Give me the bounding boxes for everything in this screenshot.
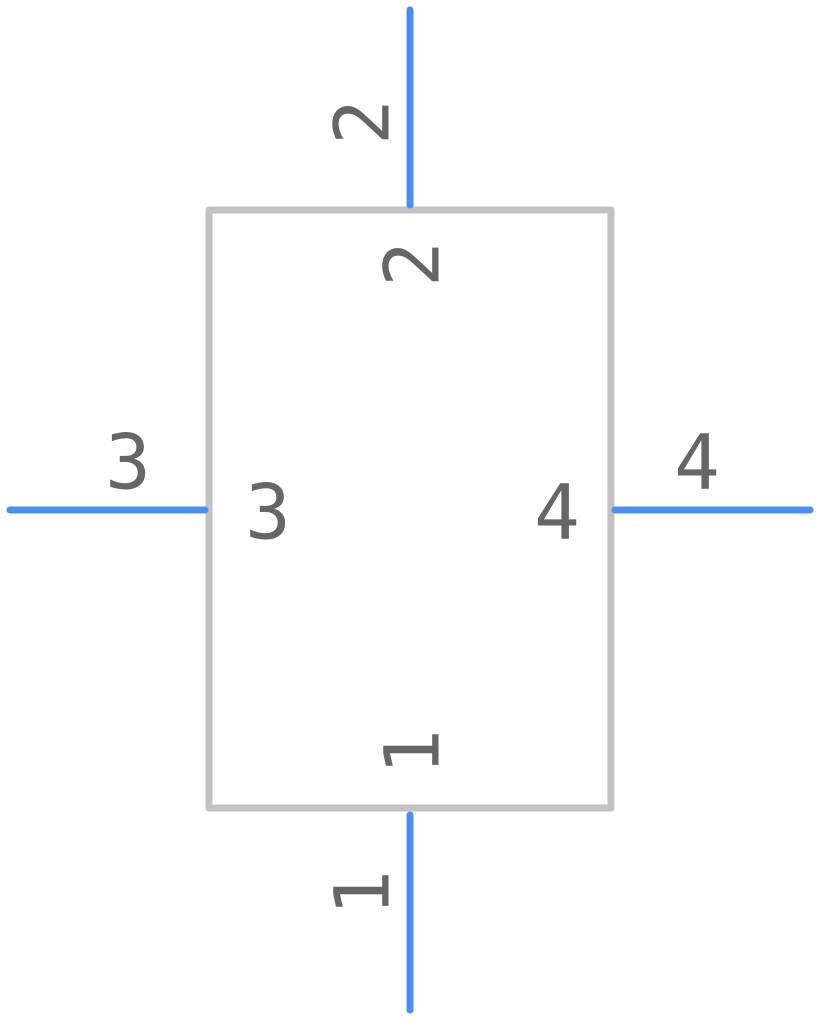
pin-3-name: 3 (245, 468, 291, 557)
component-body-outline (205, 206, 615, 812)
pin-4-number: 4 (674, 418, 720, 507)
pin-1-name: 1 (368, 729, 457, 775)
pin-1-number: 1 (318, 870, 407, 916)
pin-2[interactable]: 2 2 (318, 6, 457, 287)
pin-3-number: 3 (105, 418, 151, 507)
pin-3[interactable]: 3 3 (6, 418, 291, 557)
pin-4[interactable]: 4 4 (534, 418, 814, 557)
pin-2-number: 2 (318, 99, 407, 145)
pin-1[interactable]: 1 1 (318, 729, 457, 1014)
pin-4-name: 4 (534, 468, 580, 557)
pin-2-name: 2 (368, 241, 457, 287)
